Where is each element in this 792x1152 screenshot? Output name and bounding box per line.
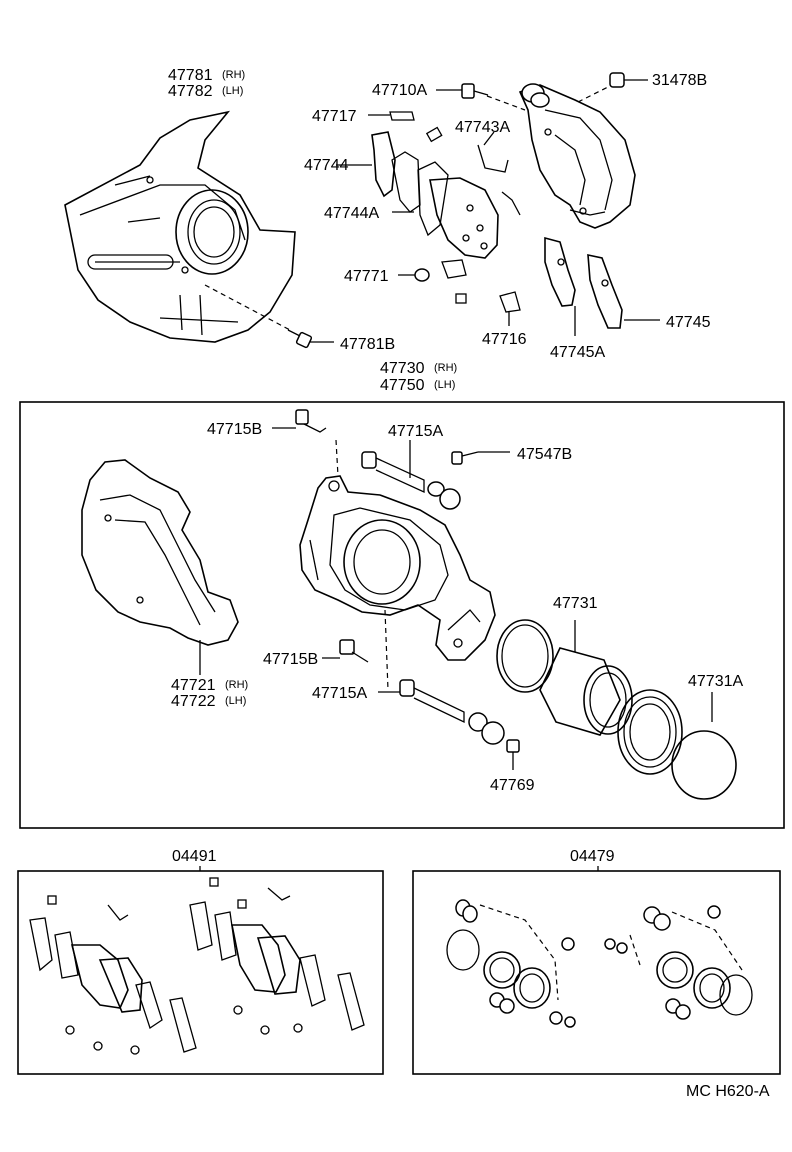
label-47715b-top: 47715B [207,421,262,438]
piston-seal [496,619,554,693]
piston [539,620,633,736]
clip-47717 [368,111,415,121]
part-labels: 47781 (RH) 47782 (LH) 47710A 31478B 4771… [168,67,770,1100]
label-47769: 47769 [490,777,535,794]
label-47781: 47781 [168,67,213,84]
caliper-mounting-bracket [81,459,239,675]
label-47717: 47717 [312,108,357,125]
label-47722-side: (LH) [225,695,246,707]
bolt-47715b-top [272,409,327,433]
bleeder-47547b [451,451,510,465]
label-47716: 47716 [482,331,527,348]
spring-47743a [477,131,521,216]
label-47731: 47731 [553,595,598,612]
label-47730: 47730 [380,360,425,377]
small-clips [398,126,521,326]
bolt-47781b [204,284,334,349]
label-47781b: 47781B [340,336,395,353]
label-47730-side: (RH) [434,362,457,374]
label-47710a: 47710A [372,82,427,99]
label-47715b-bottom: 47715B [263,651,318,668]
kit-seal-box [412,870,781,1075]
label-47721-side: (RH) [225,679,248,691]
label-47743a: 47743A [455,119,510,136]
label-47750-side: (LH) [434,379,455,391]
pad-kit-contents [29,877,365,1055]
nut-31478b [609,72,648,88]
label-47782: 47782 [168,83,213,100]
caliper-assembly-box [19,401,785,829]
disc-dust-cover [64,110,296,343]
label-47782-side: (LH) [222,85,243,97]
caliper-body [299,439,496,691]
slide-pin-top [361,440,461,510]
label-47715a-bottom: 47715A [312,685,367,702]
diagram-code: MC H620-A [686,1083,770,1100]
slide-pin-bottom [378,679,520,770]
label-47745a: 47745A [550,344,605,361]
bolt-47715b-bottom [322,639,369,663]
label-kit-04479: 04479 [570,848,615,865]
label-31478b: 31478B [652,72,707,89]
label-47745: 47745 [666,314,711,331]
anti-squeal-shims [336,131,499,259]
caliper-upper-assembly [486,83,636,229]
label-47731a: 47731A [688,673,743,690]
label-47781-side: (RH) [222,69,245,81]
label-47715a-top: 47715A [388,423,443,440]
bolt-47710a [436,83,489,99]
label-47771: 47771 [344,268,389,285]
label-47744a: 47744A [324,205,379,222]
label-47547b: 47547B [517,446,572,463]
label-47750: 47750 [380,377,425,394]
label-47722: 47722 [171,693,216,710]
label-47744: 47744 [304,157,349,174]
seal-kit-contents [446,899,753,1028]
label-47721: 47721 [171,677,216,694]
kit-pad-box [17,870,384,1075]
dust-boot-47731a [617,689,737,800]
label-kit-04491: 04491 [172,848,217,865]
anti-rattle-clips [544,236,660,336]
